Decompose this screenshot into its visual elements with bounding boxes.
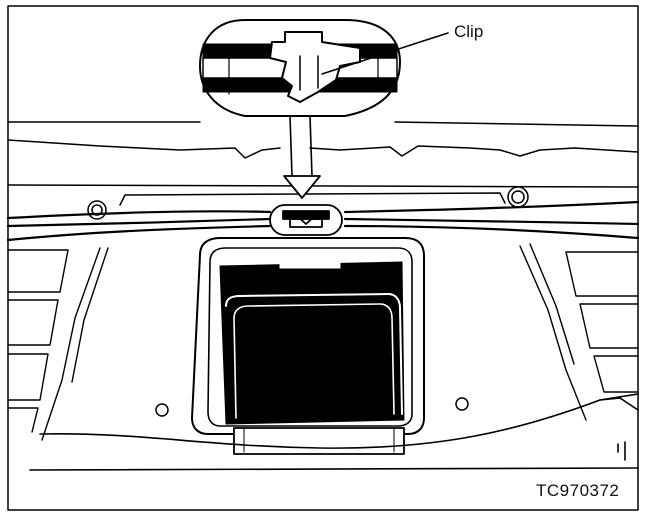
clip-location-ring [269, 204, 343, 236]
lower-panel [29, 393, 639, 471]
clip-magnified-view [199, 19, 401, 117]
panel-holes [155, 397, 469, 417]
figure-frame [7, 5, 639, 511]
callout-connector [289, 115, 313, 177]
callout-arrow [283, 175, 321, 199]
right-louvers [519, 243, 639, 421]
glove-box-opening [191, 237, 425, 455]
figure-code: TC970372 [536, 481, 620, 500]
clip-label: Clip [454, 22, 484, 41]
clip-leader-line [321, 32, 449, 75]
left-louvers [7, 247, 109, 441]
cowl-bolt-holes [87, 186, 529, 220]
cowl-panel [6, 200, 640, 242]
upper-panel-lines [7, 121, 639, 206]
